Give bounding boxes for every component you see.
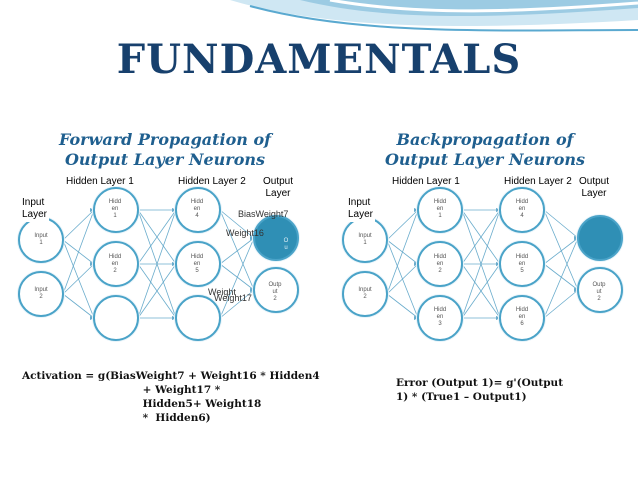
forward-edge [62,209,95,295]
forward-output-layer-label: Output Layer [258,176,298,200]
backprop-subtitle-line1: Backpropagation of [396,130,574,149]
forward-edge [62,209,95,241]
backprop-hidden-2-node-label: Hidd en 2 [433,254,447,274]
forward-hidden-node-4 [175,187,221,233]
backprop-hidden-6-node-label: Hidd en 6 [515,307,529,327]
forward-edge [219,237,255,265]
forward-input-2-node-label: Input 2 [34,287,48,300]
backprop-hidden-4-node-label: Hidd en 4 [515,199,529,219]
forward-input-layer-label: Input Layer [20,196,50,222]
forward-hidden-5-node-label: Hidd en 5 [190,254,204,274]
forward-hidden-node-1 [93,187,139,233]
backprop-hidden-1-node-label: Hidd en 1 [433,199,447,219]
forward-output-layer-label-line1: Output [262,176,294,187]
forward-hidden-layer-2-label: Hidden Layer 2 [178,176,246,187]
forward-edge [219,237,255,319]
forward-subtitle-line1: Forward Propagation of [58,130,272,149]
forward-hidden-node-5 [175,241,221,287]
backprop-output-layer-label-line1: Output [578,176,610,187]
forward-hidden-4-node-label: Hidd en 4 [190,199,204,219]
backprop-output-layer-label: Output Layer [574,176,614,200]
forward-subtitle: Forward Propagation of Output Layer Neur… [30,130,300,170]
forward-input-1-node-label: Input 1 [34,233,48,246]
forward-output-node-2 [253,267,299,313]
forward-output-layer-label-line2: Layer [265,188,291,199]
forward-input-layer-label-line2: Layer [22,209,48,220]
backprop-hidden-layer-1-label: Hidden Layer 1 [392,176,460,187]
backprop-output-2-node-label: Outp ut 2 [592,282,606,302]
backprop-network [341,186,624,342]
backprop-input-layer-label: Input Layer [346,196,376,222]
slide-title: FUNDAMENTALS [116,36,522,83]
forward-subtitle-line2: Output Layer Neurons [64,150,265,169]
error-equation: Error (Output 1)= g'(Output 1) * (True1 … [396,377,564,403]
backprop-output-node-2 [577,267,623,313]
forward-input-layer-label-line1: Input [22,197,45,208]
forward-edge [137,209,177,265]
forward-output-1-node-label: O u [283,238,289,251]
backprop-edge [386,293,419,319]
weight17-label: Weight17 [214,293,252,303]
backprop-edge [386,263,419,295]
backprop-hidden-layer-2-label: Hidden Layer 2 [504,176,572,187]
backprop-input-2-node-label: Input 2 [358,287,372,300]
activation-equation: Activation = g(BiasWeight7 + Weight16 * … [22,370,320,424]
backprop-edge [543,237,579,265]
forward-hidden-node-6 [175,295,221,341]
backprop-input-layer-label-line1: Input [348,197,371,208]
backprop-input-layer-label-line2: Layer [348,209,374,220]
forward-hidden-layer-1-label: Hidden Layer 1 [66,176,134,187]
backprop-input-node-2 [342,271,388,317]
forward-output-2-node-label: Outp ut 2 [268,282,282,302]
backprop-edge [386,209,419,295]
backprop-hidden-node-4 [499,187,545,233]
backprop-output-node-1 [577,215,623,261]
weight16-label: Weight16 [226,228,264,238]
backprop-hidden-node-5 [499,241,545,287]
forward-edge [62,293,95,319]
backprop-input-1-node-label: Input 1 [358,233,372,246]
backprop-edge [386,209,419,241]
forward-edge [219,209,255,239]
backprop-hidden-node-6 [499,295,545,341]
forward-output-node-1 [253,215,299,261]
backprop-output-layer-label-line2: Layer [581,188,607,199]
backprop-subtitle-line2: Output Layer Neurons [384,150,585,169]
backprop-edge [543,289,579,319]
backprop-edge [461,209,501,319]
backprop-edge [543,209,579,291]
weight-label: Weight [208,287,236,297]
backprop-subtitle: Backpropagation of Output Layer Neurons [350,130,620,170]
forward-edge [62,263,95,295]
forward-edge [137,263,177,319]
forward-edge [219,289,255,319]
backprop-hidden-node-2 [417,241,463,287]
forward-network [17,186,300,342]
forward-input-node-2 [18,271,64,317]
forward-edge [137,209,177,319]
header-swoosh-decoration [230,0,638,32]
backprop-hidden-5-node-label: Hidd en 5 [515,254,529,274]
forward-hidden-1-node-label: Hidd en 1 [108,199,122,219]
backprop-hidden-node-1 [417,187,463,233]
forward-edge [219,209,255,291]
forward-hidden-node-3 [93,295,139,341]
forward-hidden-node-2 [93,241,139,287]
forward-hidden-2-node-label: Hidd en 2 [108,254,122,274]
backprop-edge [461,209,501,265]
backprop-connections [386,208,579,320]
backprop-hidden-node-3 [417,295,463,341]
bias-weight-label: BiasWeight7 [238,209,289,219]
backprop-edge [543,237,579,319]
backprop-hidden-3-node-label: Hidd en 3 [433,307,447,327]
backprop-edge [543,209,579,239]
backprop-edge [461,263,501,319]
